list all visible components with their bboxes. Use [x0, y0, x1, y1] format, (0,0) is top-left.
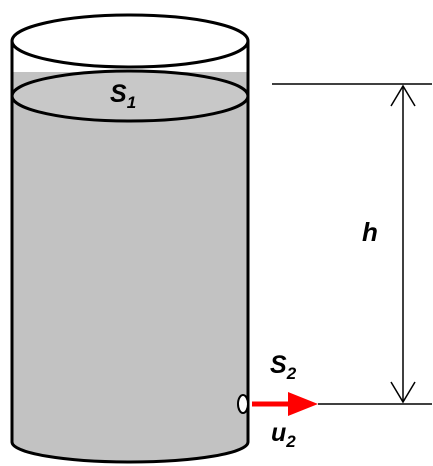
height-arrowhead-top	[390, 84, 416, 107]
tank-rim	[10, 13, 250, 69]
liquid-bottom	[12, 422, 248, 462]
velocity-arrow	[252, 392, 318, 416]
velocity-label: u2	[271, 419, 296, 451]
top-area-label: S1	[110, 80, 136, 112]
liquid-column	[12, 72, 248, 442]
liquid	[10, 69, 250, 462]
tank	[10, 13, 250, 464]
tank-bottom-edge	[10, 441, 250, 464]
velocity-arrow-head	[288, 392, 318, 416]
height-label: h	[362, 217, 378, 247]
height-dimension	[272, 83, 432, 405]
hole-area-label: S2	[270, 351, 297, 383]
height-arrowhead-bottom	[390, 381, 416, 404]
outlet-hole	[237, 394, 249, 414]
